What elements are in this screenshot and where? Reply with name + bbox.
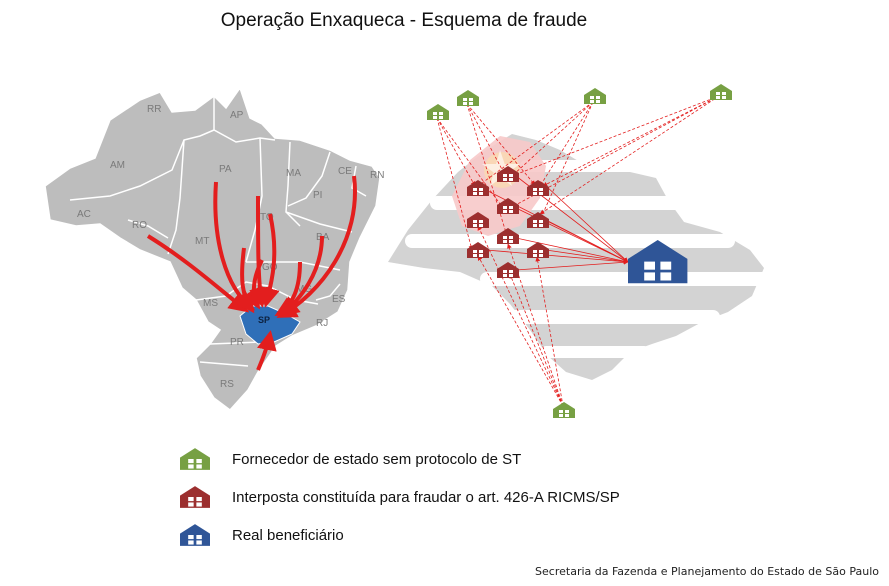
intermediary-warehouse-icon (180, 486, 210, 508)
legend-label: Real beneficiário (232, 526, 344, 544)
label-rr: RR (147, 104, 161, 115)
label-ro: RO (132, 220, 147, 231)
diagram-title: Operação Enxaqueca - Esquema de fraude (220, 10, 588, 31)
label-pi: PI (313, 190, 322, 201)
supplier-warehouse-icon (457, 90, 479, 106)
label-to: TO (260, 212, 274, 223)
brazil-map: RR AP AM PA MA CE RN PI AC RO TO MT BA G… (44, 86, 384, 412)
legend: Fornecedor de estado sem protocolo de ST… (180, 440, 620, 554)
supplier-warehouse-icon (553, 402, 575, 418)
label-ce: CE (338, 166, 352, 177)
legend-item-intermediary: Interposta constituída para fraudar o ar… (180, 478, 620, 516)
source-credit: Secretaria da Fazenda e Planejamento do … (535, 565, 879, 578)
brazil-outline (44, 86, 381, 412)
flow-arrows (146, 175, 357, 371)
label-rn: RN (370, 170, 384, 181)
label-am: AM (110, 160, 125, 171)
supplier-warehouse-icon (710, 84, 732, 100)
sao-paulo-map (388, 84, 770, 418)
label-ap: AP (230, 110, 244, 121)
label-sp: SP (258, 315, 270, 325)
label-ma: MA (286, 168, 301, 179)
label-ms: MS (203, 298, 218, 309)
label-pr: PR (230, 337, 244, 348)
supplier-warehouse-icon (180, 448, 210, 470)
label-pa: PA (219, 164, 232, 175)
label-rs: RS (220, 379, 234, 390)
beneficiary-warehouse-icon (180, 524, 210, 546)
label-ac: AC (77, 209, 91, 220)
legend-item-supplier: Fornecedor de estado sem protocolo de ST (180, 440, 620, 478)
label-mt: MT (195, 236, 209, 247)
state-borders (69, 96, 367, 367)
label-rj: RJ (316, 318, 328, 329)
label-es: ES (332, 294, 346, 305)
supplier-warehouse-icon (427, 104, 449, 120)
legend-item-beneficiary: Real beneficiário (180, 516, 620, 554)
legend-label: Interposta constituída para fraudar o ar… (232, 488, 620, 506)
label-go: GO (262, 262, 278, 273)
supplier-warehouse-icon (584, 88, 606, 104)
legend-label: Fornecedor de estado sem protocolo de ST (232, 450, 522, 468)
